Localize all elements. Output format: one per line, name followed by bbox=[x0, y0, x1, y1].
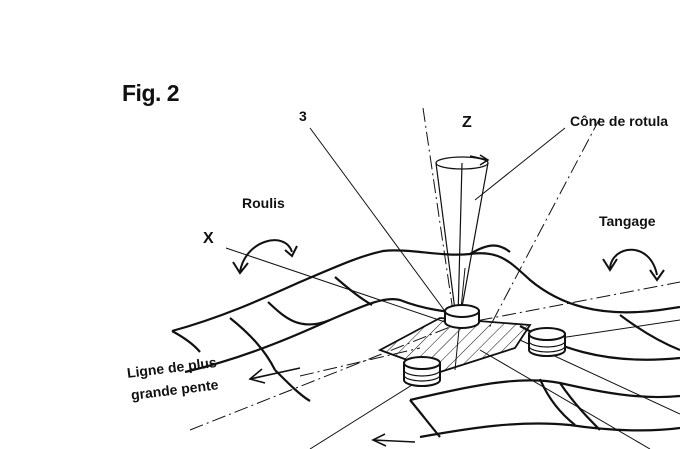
label-reference-3: 3 bbox=[299, 108, 307, 124]
surface-line bbox=[559, 382, 601, 431]
surface-edge bbox=[171, 330, 201, 353]
tangage-arrow-icon bbox=[602, 248, 665, 282]
label-z-axis: Z bbox=[462, 114, 472, 131]
surface-line bbox=[267, 301, 331, 326]
cylinder-top bbox=[444, 304, 480, 329]
figure-title: Fig. 2 bbox=[122, 80, 180, 106]
cone-arrow bbox=[469, 154, 490, 166]
label-tangage: Tangage bbox=[599, 213, 656, 229]
contact-cylinders bbox=[403, 304, 566, 387]
label-roulis: Roulis bbox=[242, 195, 285, 211]
roulis-arrow-icon bbox=[232, 239, 298, 275]
surface-line bbox=[619, 314, 680, 352]
surface-line bbox=[184, 298, 471, 374]
surface-edge bbox=[229, 317, 276, 371]
construction-lines bbox=[225, 127, 680, 449]
axis-lines bbox=[189, 107, 680, 431]
rotation-cone bbox=[435, 156, 489, 319]
cylinder-right bbox=[528, 327, 566, 357]
surface-line bbox=[171, 249, 680, 333]
surface-line bbox=[419, 422, 680, 439]
slope-arrow-icon bbox=[248, 367, 416, 447]
surface-line bbox=[409, 399, 441, 438]
wavy-surface-grid bbox=[171, 244, 680, 439]
label-x-axis: X bbox=[203, 230, 214, 247]
surface-edge bbox=[274, 369, 311, 402]
cylinder-left bbox=[403, 356, 441, 387]
label-cone: Cône de rotula bbox=[570, 113, 669, 129]
surface-line bbox=[538, 378, 576, 426]
surface-line bbox=[469, 244, 511, 255]
surface-line bbox=[334, 276, 373, 306]
